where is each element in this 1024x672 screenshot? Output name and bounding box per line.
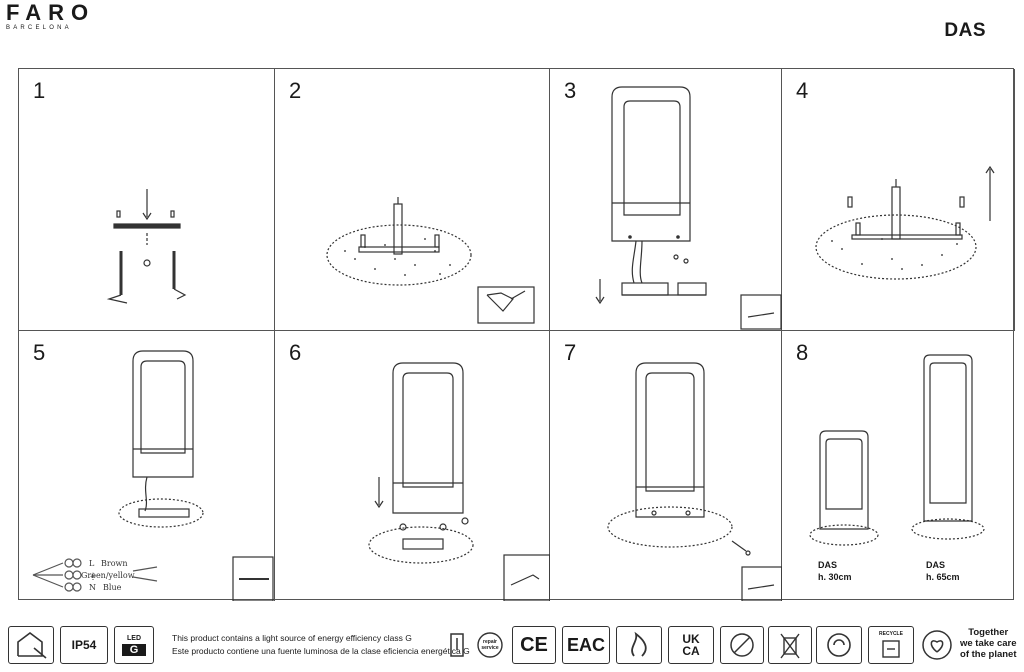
step-number: 5	[33, 340, 46, 365]
step-number: 6	[289, 340, 302, 365]
flammability-icon	[616, 626, 662, 664]
planet-heart-icon	[918, 626, 956, 664]
step-8-drawing	[809, 354, 985, 546]
green-dot-icon	[816, 626, 862, 664]
step-panel-3: 3	[550, 69, 782, 331]
step-number: 8	[796, 340, 809, 365]
step-panel-8: 8 DAS h. 30cm DAS h. 65cm	[782, 331, 1015, 601]
step-panel-6: 6	[275, 331, 550, 601]
eac-mark: EAC	[562, 626, 610, 664]
wire-color-blue: Blue	[103, 583, 122, 592]
ukca-mark: UK CA	[668, 626, 714, 664]
led-class: G	[121, 643, 147, 656]
class-badge-icon	[720, 626, 764, 664]
wire-color-green-yellow: Green/yellow	[81, 571, 135, 580]
energy-statement: This product contains a light source of …	[172, 632, 470, 658]
recycle-icon: RECYCLE	[868, 626, 914, 664]
size-label-large: DAS h. 65cm	[926, 559, 960, 583]
size-height: h. 30cm	[818, 572, 852, 582]
step-5-drawing	[32, 350, 274, 601]
instruction-grid: 1 2	[18, 68, 1015, 601]
wire-color-brown: Brown	[101, 559, 128, 568]
energy-text-es: Este producto contiene una fuente lumino…	[172, 646, 470, 656]
step-4-drawing	[815, 165, 995, 280]
ukca-bottom: CA	[682, 644, 700, 658]
ip-rating: IP54	[60, 626, 108, 664]
footer-symbols: IP54 LED G This product contains a light…	[0, 620, 1024, 672]
step-2-drawing	[326, 197, 535, 324]
led-label: LED	[127, 634, 141, 642]
step-number: 2	[289, 78, 302, 103]
step-panel-5: 5 L ⏚ N Brown Green/yellow Blue	[19, 331, 275, 601]
recycle-label: RECYCLE	[879, 631, 903, 637]
step-panel-4: 4	[782, 69, 1015, 331]
energy-text-en: This product contains a light source of …	[172, 633, 412, 643]
size-height: h. 65cm	[926, 572, 960, 582]
step-number: 3	[564, 78, 577, 103]
brand-sub: BARCELONA	[6, 25, 72, 31]
ce-mark: CE	[512, 626, 556, 664]
step-3-drawing	[595, 86, 782, 330]
model-name: DAS	[944, 20, 986, 41]
brand-name: FARO	[6, 0, 96, 25]
step-panel-2: 2	[275, 69, 550, 331]
step-panel-1: 1	[19, 69, 275, 331]
step-number: 1	[33, 78, 46, 103]
faro-logo: FARO BARCELONA	[6, 0, 96, 32]
step-1-drawing	[106, 189, 187, 304]
step-number: 4	[796, 78, 809, 103]
step-number: 7	[564, 340, 577, 365]
size-label-small: DAS h. 30cm	[818, 559, 852, 583]
planet-slogan: Together we take care of the planet	[960, 627, 1017, 660]
step-6-drawing	[368, 362, 550, 601]
repair-service-icon: repair service	[474, 626, 506, 664]
led-class-badge: LED G	[114, 626, 154, 664]
step-7-drawing	[607, 362, 782, 601]
weee-bin-icon	[768, 626, 812, 664]
indoor-outdoor-icon	[8, 626, 54, 664]
size-name: DAS	[818, 560, 838, 570]
tool-icon	[444, 626, 470, 664]
step-panel-7: 7	[550, 331, 782, 601]
wire-terminal-l: L	[89, 559, 95, 568]
ukca-top: UK	[682, 632, 700, 646]
wire-terminal-n: N	[89, 583, 96, 592]
size-name: DAS	[926, 560, 946, 570]
wire-terminal-earth: ⏚	[89, 572, 97, 581]
